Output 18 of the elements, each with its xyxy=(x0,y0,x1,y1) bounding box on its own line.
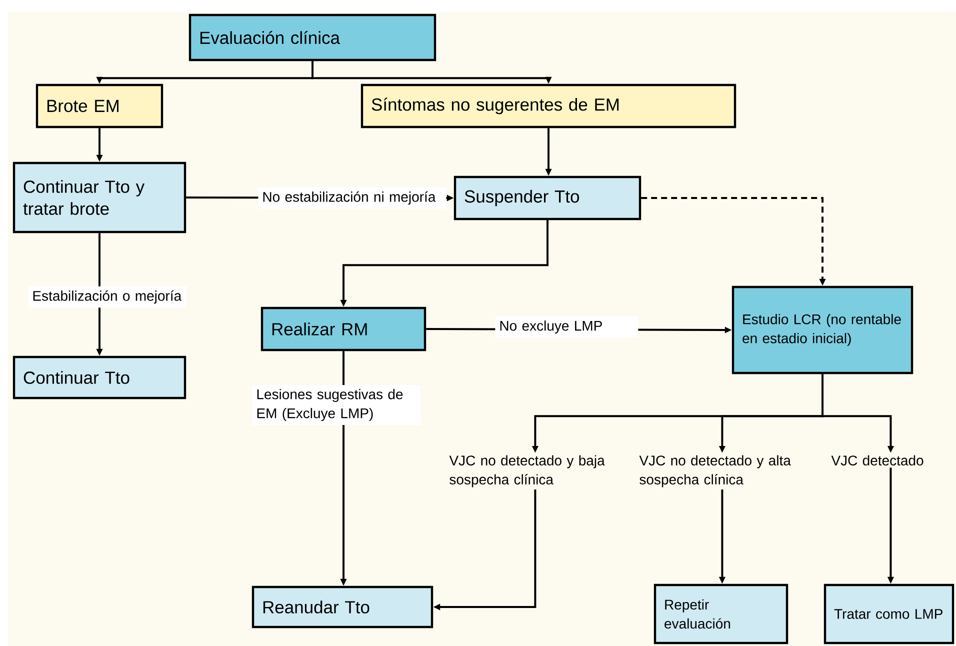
process-box: Realizar RM xyxy=(260,306,426,352)
process-box: Reanudar Tto xyxy=(252,586,434,628)
process-box: Brote EM xyxy=(36,84,164,128)
edge-label: Estabilización o mejoría xyxy=(28,286,186,308)
edge-label: No estabilización ni mejoría xyxy=(258,187,446,209)
edge-label: Lesiones sugestivas de EM (Excluye LMP) xyxy=(252,384,420,426)
process-box: Suspender Tto xyxy=(454,176,642,220)
process-box: Continuar Tto y tratar brote xyxy=(12,162,186,234)
outcome-text: VJC no detectado y baja sospecha clínica xyxy=(449,455,605,488)
process-box: Continuar Tto xyxy=(12,356,186,400)
process-box: Tratar como LMP xyxy=(824,584,954,644)
edge-label: No excluye LMP xyxy=(495,316,638,338)
outcome-text: VJC no detectado y alta sospecha clínica xyxy=(639,455,791,488)
process-box: Repetir evaluación xyxy=(654,584,788,644)
process-box: Evaluación clínica xyxy=(188,14,436,62)
outcome-text: VJC detectado xyxy=(831,455,924,466)
process-box: Síntomas no sugerentes de EM xyxy=(360,84,736,128)
process-box: Estudio LCR (no rentable en estadio inicial) xyxy=(732,286,914,374)
